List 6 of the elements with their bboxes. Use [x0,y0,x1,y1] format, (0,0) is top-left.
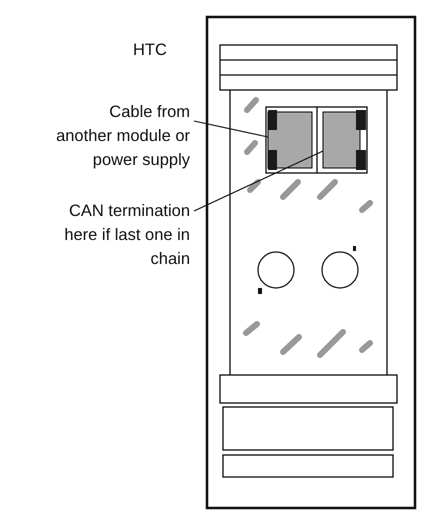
leader-line [194,150,324,212]
connector-socket [268,110,312,170]
callout-text: CAN termination here if last one in chain [50,199,190,271]
title: HTC [133,40,167,61]
callout-text: Cable from another module or power supply [50,100,190,172]
connector-socket [322,110,366,170]
